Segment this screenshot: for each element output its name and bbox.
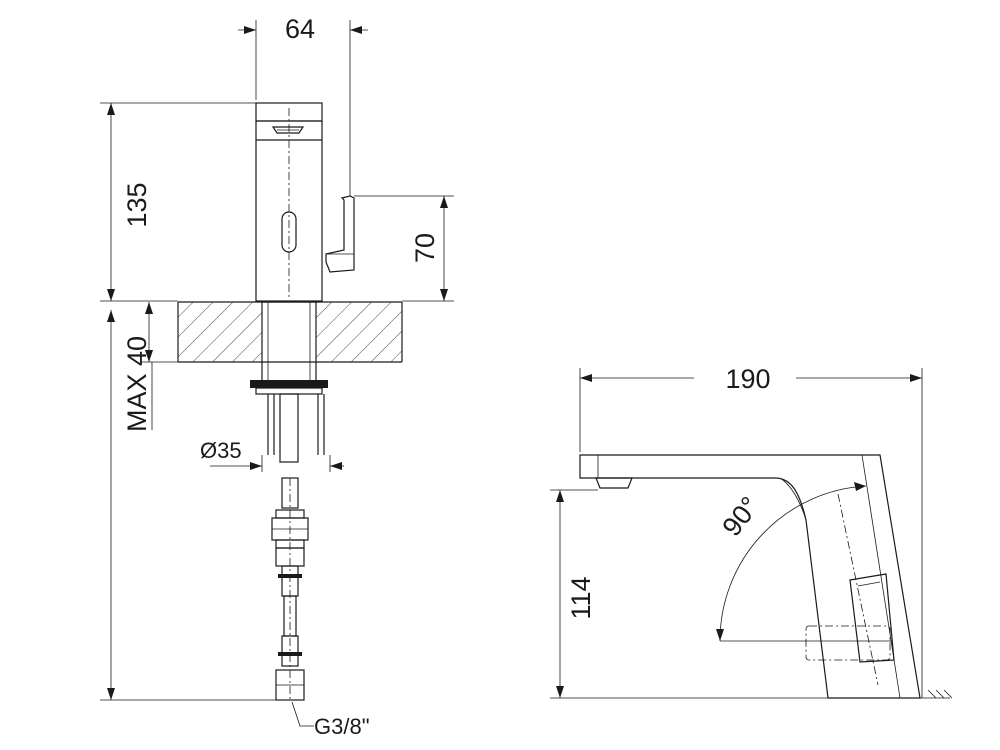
dim-spout-length: 190: [725, 364, 770, 394]
dimension-190: 190: [579, 364, 923, 698]
faucet-body-front: [255, 102, 323, 302]
spout-side: [579, 454, 953, 699]
supply-hose: [271, 477, 309, 701]
countertop-section: [177, 301, 403, 363]
dimension-max-40: MAX 40: [122, 302, 178, 432]
dim-top-width: 64: [285, 14, 315, 44]
dimension-70: 70: [354, 195, 454, 302]
side-view: 90° 190 114: [550, 364, 953, 699]
dim-spout-height: 114: [566, 576, 596, 619]
dim-max-thickness: MAX 40: [122, 336, 152, 432]
dim-angle: 90°: [717, 491, 766, 542]
front-view: 64 135 70 MAX 40: [100, 14, 454, 739]
dimension-diameter: Ø35: [200, 438, 344, 472]
dim-thread: G3/8": [314, 714, 370, 739]
dim-height-total: 135: [122, 182, 152, 227]
dimension-64: 64: [238, 14, 368, 196]
dimension-total-length: [100, 310, 276, 701]
dimension-angle: 90°: [716, 482, 867, 642]
handle-lever: [325, 195, 355, 273]
thread-label: G3/8": [291, 701, 370, 739]
dimension-135: 135: [100, 102, 256, 302]
dimension-114: 114: [550, 489, 828, 699]
dim-handle-height: 70: [410, 233, 440, 263]
mounting-shank: [250, 301, 328, 463]
dim-diameter: Ø35: [200, 438, 242, 463]
